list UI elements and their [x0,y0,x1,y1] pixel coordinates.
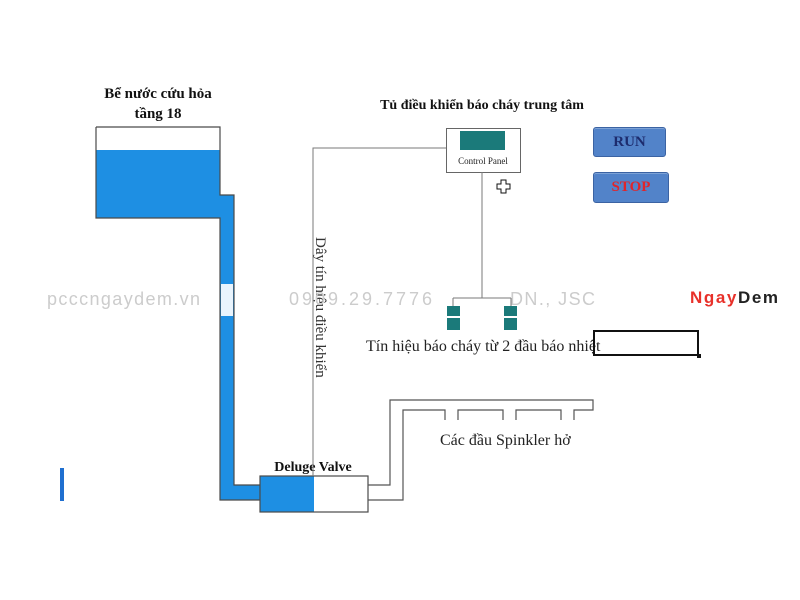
detector-wiring [452,172,512,306]
heat-detector-left [447,306,460,330]
text-caret [60,468,64,501]
heat-detectors-label: Tín hiệu báo cháy từ 2 đầu báo nhiệt [366,338,601,355]
water-tank-outline [95,126,260,501]
heat-detector-right [504,306,517,330]
control-panel-screen [460,131,505,150]
deluge-valve [259,475,369,513]
control-panel-title: Tủ điều khiển báo cháy trung tâm [380,98,584,113]
tank-water-and-supply-pipe [96,150,260,500]
watermark-website: pcccngaydem.vn [47,289,200,309]
heat-detector-left-body [447,318,460,330]
tank-title-line2: tầng 18 [134,106,181,122]
control-signal-wire [312,147,446,476]
tank-empty-space [96,127,220,150]
sprinklers-label: Các đầu Spinkler hở [440,432,571,449]
watermark-phone: 0909.29.7776 [289,289,432,309]
logo-part-dem: Dem [738,288,778,307]
heat-detector-right-top [504,306,517,316]
run-button[interactable]: RUN [593,127,666,157]
stop-button[interactable]: STOP [593,172,669,203]
heat-detector-right-body [504,318,517,330]
watermark-band [221,284,233,316]
control-panel-label: Control Panel [458,156,508,166]
ngaydem-logo: NgayDem [690,288,778,307]
deluge-valve-water [260,476,314,512]
tank-title-line1: Bể nước cứu hỏa [104,86,212,102]
heat-detector-left-top [447,306,460,316]
signal-wire-label: Dây tín hiệu điều khiển [312,237,328,378]
sprinkler-pipe-network [368,399,594,501]
watermark-company: DN., JSC [510,289,595,309]
move-cursor-icon [496,179,511,194]
logo-part-ngay: Ngay [690,288,737,307]
empty-text-box[interactable] [593,330,701,358]
resize-handle[interactable] [697,354,701,358]
